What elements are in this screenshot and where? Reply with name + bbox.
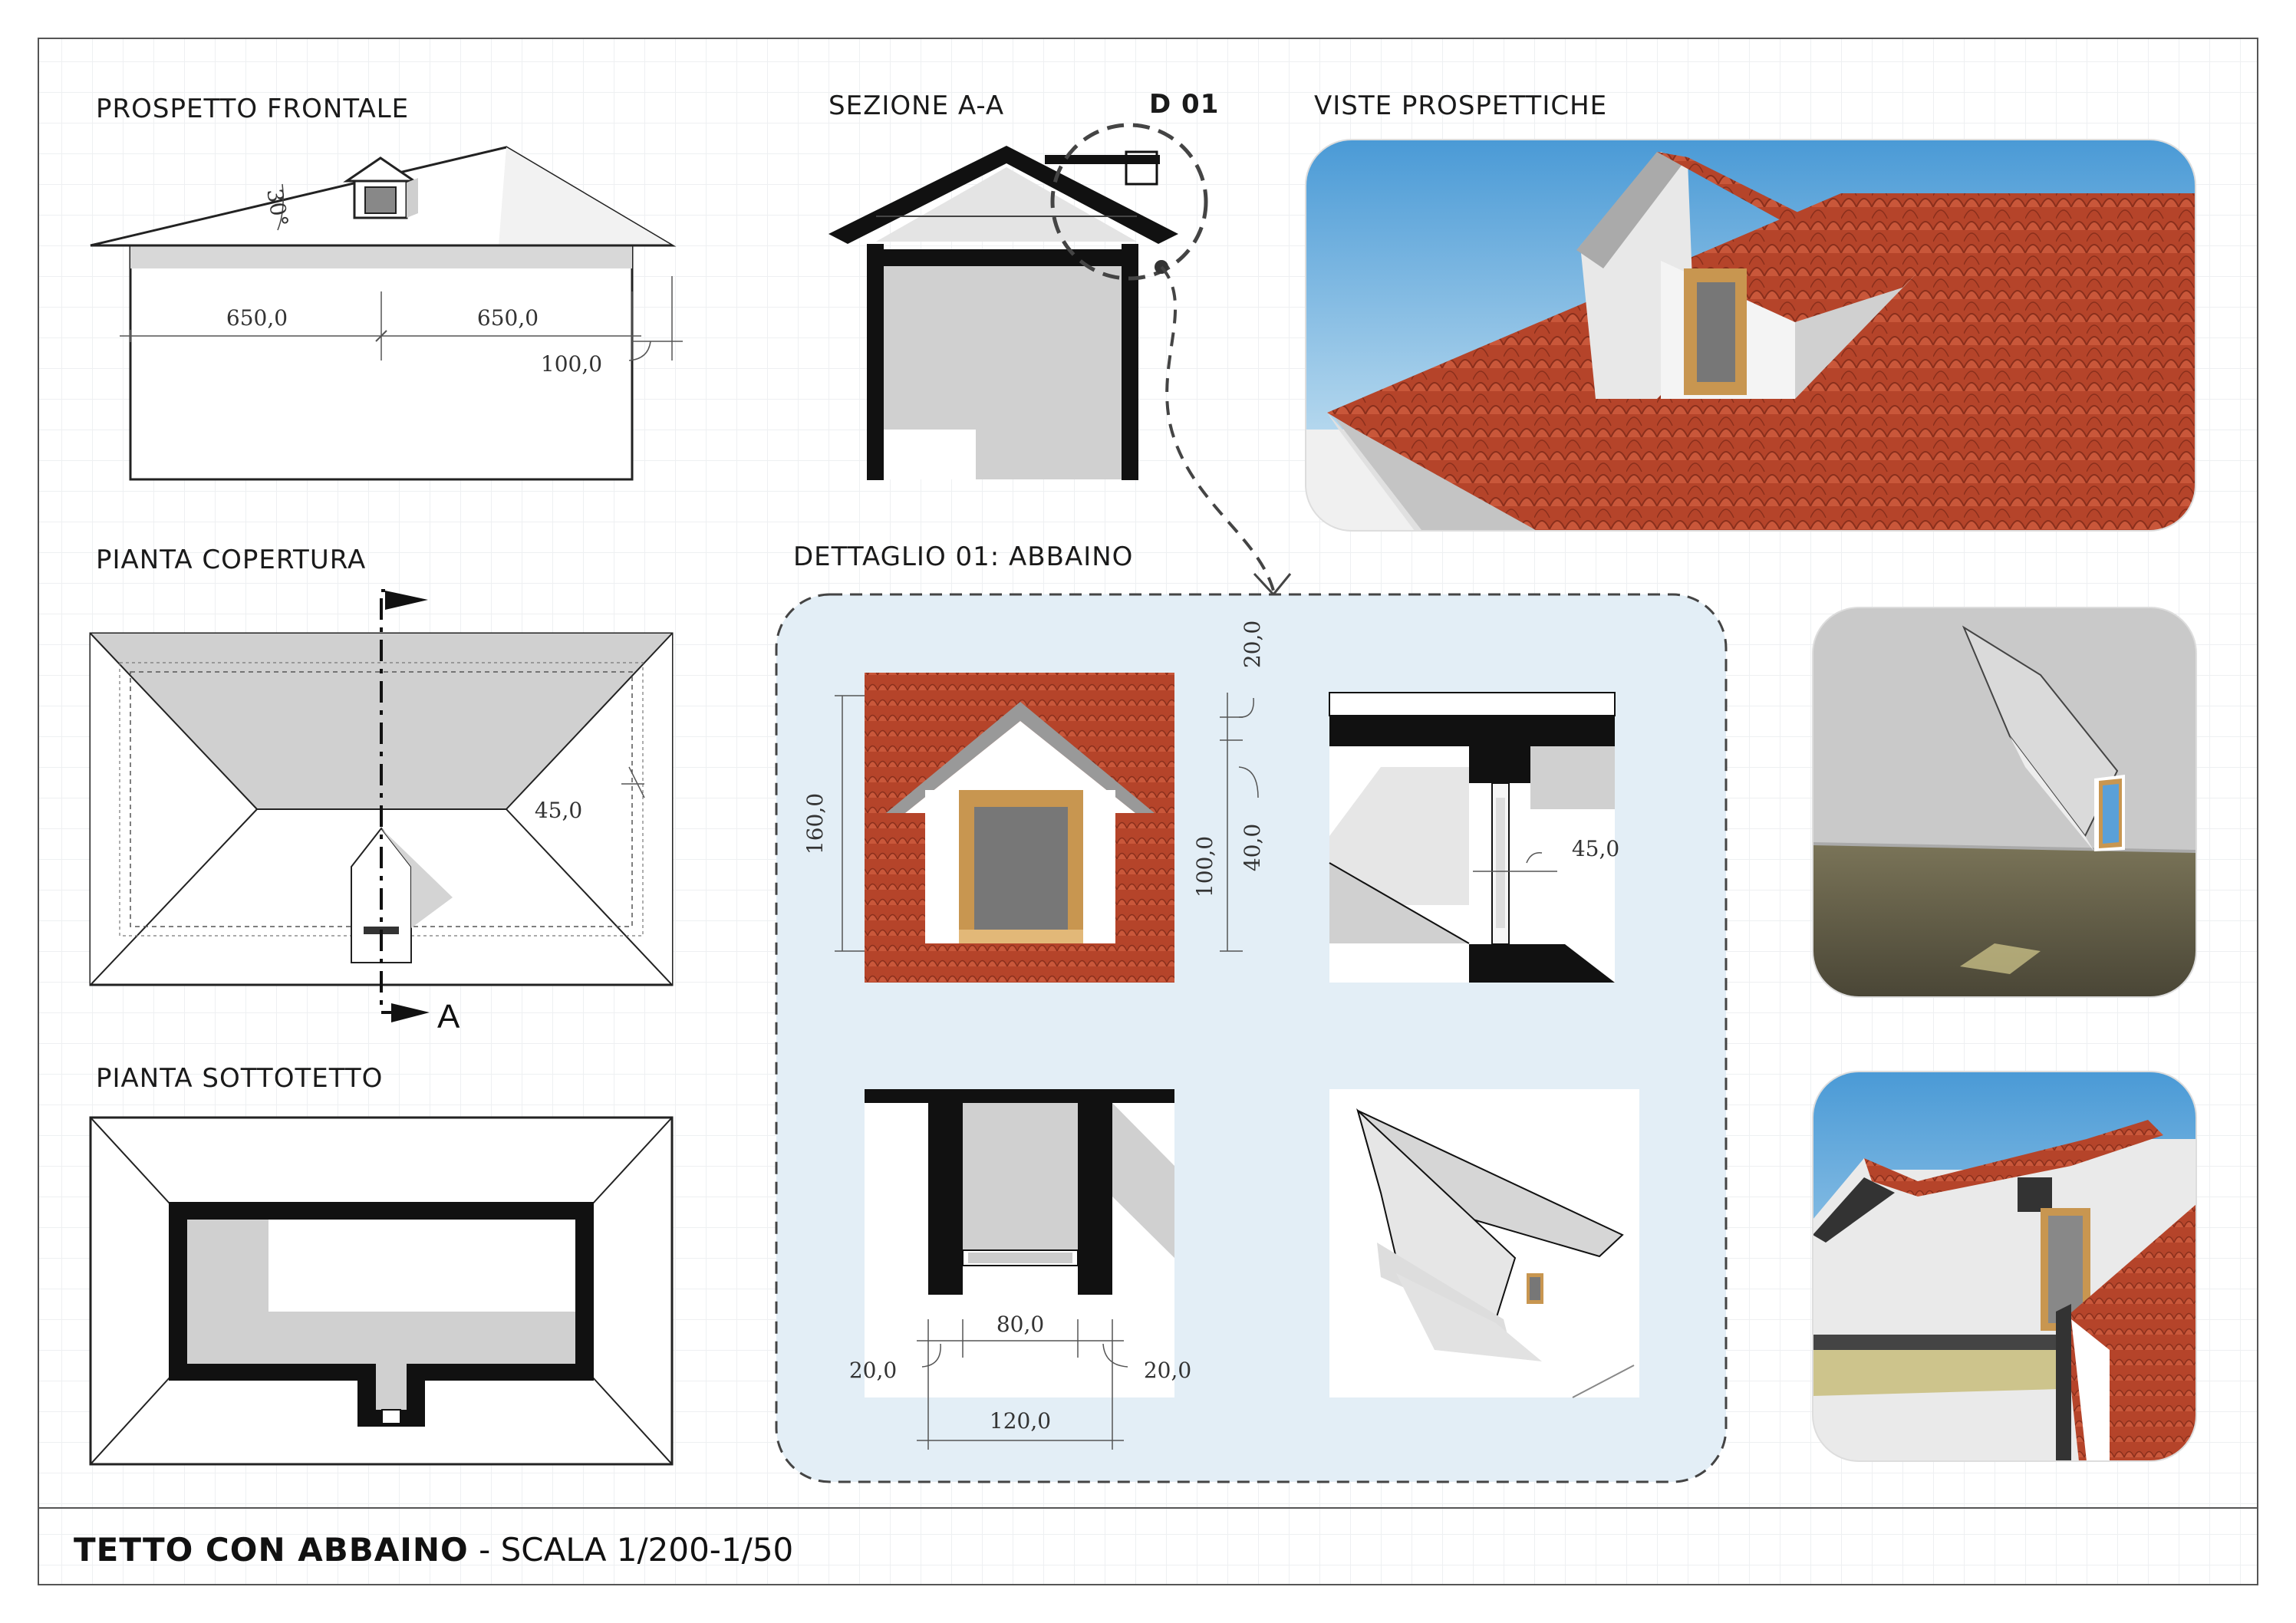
label-roof-plan: PIANTA COPERTURA bbox=[96, 545, 367, 575]
attic-plan bbox=[89, 1116, 674, 1466]
detail-plan: 80,0 20,0 20,0 120,0 bbox=[849, 1089, 1191, 1450]
dim-span-right: 650,0 bbox=[477, 305, 539, 331]
dim-window-width: 80,0 bbox=[996, 1312, 1044, 1337]
dim-dormer-sill: 40,0 bbox=[1240, 824, 1265, 871]
front-elevation: 650,0 650,0 100,0 30° bbox=[90, 146, 683, 481]
detail-section: 45,0 bbox=[1329, 692, 1619, 983]
sheet-title: TETTO CON ABBAINO - SCALA 1/200-1/50 bbox=[74, 1531, 793, 1569]
dim-total-width: 120,0 bbox=[990, 1408, 1051, 1434]
perspective-cutaway bbox=[1813, 1072, 2196, 1461]
perspective-interior bbox=[1813, 607, 2196, 997]
sheet-title-separator: - bbox=[468, 1531, 501, 1569]
detail-dormer-front: 160,0 100,0 40,0 20,0 bbox=[802, 621, 1265, 983]
perspective-cutaway-frame bbox=[1812, 1071, 2197, 1462]
dim-wall-left: 20,0 bbox=[849, 1358, 897, 1383]
dim-roof-plan-offset: 45,0 bbox=[535, 798, 582, 823]
sheet-title-scale: SCALA 1/200-1/50 bbox=[500, 1531, 794, 1569]
dim-section-depth: 45,0 bbox=[1572, 836, 1619, 861]
label-section: SEZIONE A-A bbox=[828, 91, 1005, 121]
label-detail-callout: D 01 bbox=[1149, 89, 1220, 120]
sheet-border bbox=[38, 38, 2258, 1585]
perspective-main-frame bbox=[1305, 139, 2196, 532]
label-front-elevation: PROSPETTO FRONTALE bbox=[96, 94, 410, 124]
section-marker-a: A bbox=[437, 998, 460, 1035]
dim-dormer-window: 100,0 bbox=[1192, 836, 1217, 897]
perspective-main bbox=[1306, 140, 2196, 531]
sheet-title-main: TETTO CON ABBAINO bbox=[74, 1531, 469, 1569]
dim-span-left: 650,0 bbox=[226, 305, 288, 331]
roof-plan: 45,0 A bbox=[89, 589, 674, 1035]
dim-dormer-height: 160,0 bbox=[802, 793, 828, 854]
dim-overhang: 100,0 bbox=[541, 351, 602, 377]
perspective-interior-frame bbox=[1812, 607, 2197, 998]
label-perspective-views: VISTE PROSPETTICHE bbox=[1314, 91, 1608, 121]
label-attic-plan: PIANTA SOTTOTETTO bbox=[96, 1063, 384, 1094]
dim-wall-right: 20,0 bbox=[1144, 1358, 1191, 1383]
detail-axonometric bbox=[1329, 1089, 1639, 1398]
label-detail-title: DETTAGLIO 01: ABBAINO bbox=[793, 542, 1134, 572]
dim-dormer-top: 20,0 bbox=[1240, 621, 1265, 668]
